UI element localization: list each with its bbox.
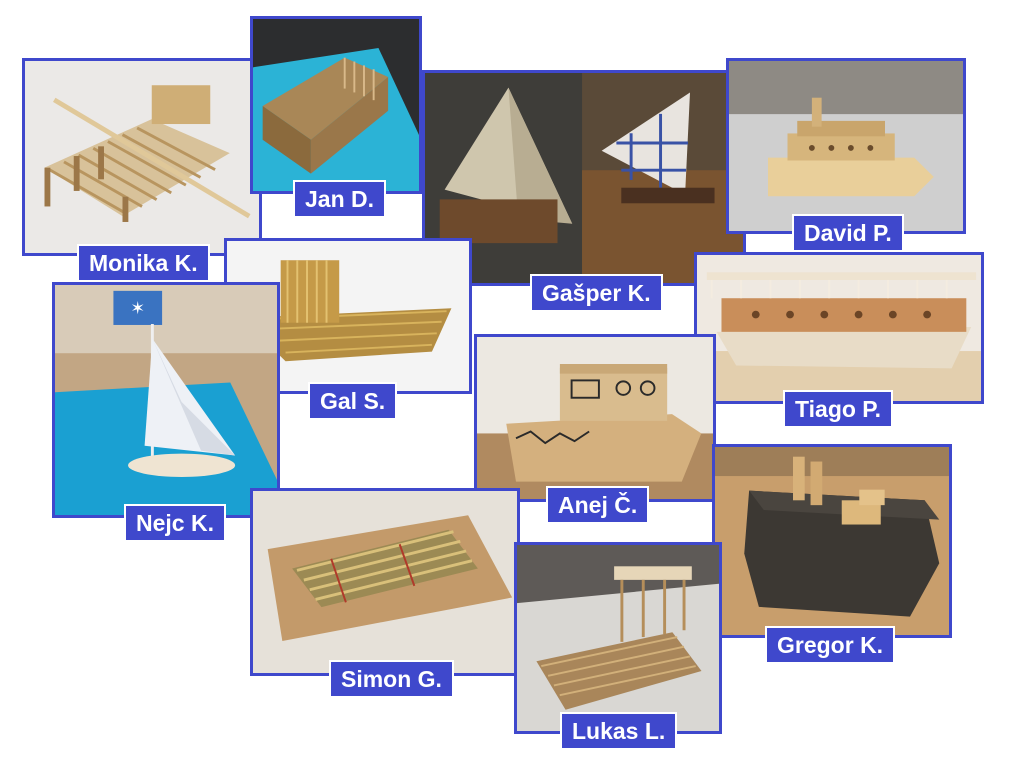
wooden-barge-photo	[726, 58, 966, 234]
photo-label: Gal S.	[308, 382, 398, 420]
photo-label: Lukas L.	[560, 712, 678, 750]
houseboat-photo	[514, 542, 722, 734]
raft-with-oar-photo	[22, 58, 262, 256]
wooden-block-boat-photo	[474, 334, 716, 502]
stick-box-boat-photo	[250, 16, 422, 194]
photo-label: Nejc K.	[124, 504, 226, 542]
photo-label: Tiago P.	[783, 390, 894, 428]
photo-label: Monika K.	[77, 244, 210, 282]
ferry-boat-photo	[694, 252, 984, 404]
photo-label: Simon G.	[329, 660, 454, 698]
photo-label: Jan D.	[293, 180, 387, 218]
svg-text:✶: ✶	[130, 299, 145, 319]
raft-on-board-photo	[250, 488, 520, 676]
photo-label: Gregor K.	[765, 626, 896, 664]
photo-label: Anej Č.	[546, 486, 650, 524]
photo-label: David P.	[792, 214, 904, 252]
sailboat-flag-photo: ✶	[52, 282, 280, 518]
steamship-photo	[712, 444, 952, 638]
photo-label: Gašper K.	[530, 274, 663, 312]
